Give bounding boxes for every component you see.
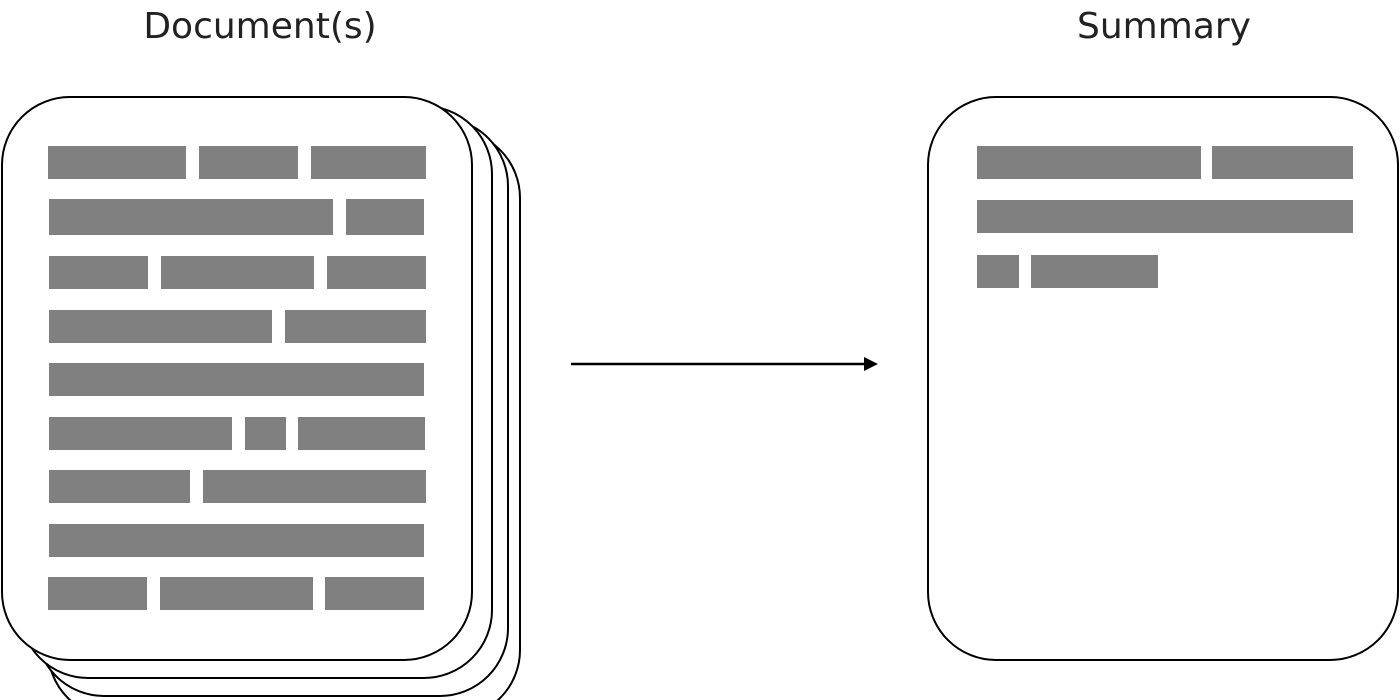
summary-text-blocks	[977, 146, 1353, 288]
document-text-block	[285, 310, 426, 343]
summary-page	[927, 96, 1399, 661]
document-text-block	[49, 256, 148, 289]
document-text-blocks	[48, 146, 426, 610]
document-text-block	[49, 470, 190, 503]
summary-text-block	[1031, 255, 1158, 288]
document-text-block	[49, 199, 333, 235]
document-text-block	[327, 256, 426, 289]
document-text-block	[325, 577, 424, 610]
document-text-block	[298, 417, 425, 450]
documents-label: Document(s)	[143, 6, 377, 47]
document-text-block	[346, 199, 424, 235]
document-text-block	[49, 524, 424, 557]
summary-text-block	[977, 146, 1201, 179]
document-text-block	[48, 577, 147, 610]
summary-label: Summary	[1077, 6, 1251, 47]
summary-text-block	[1212, 146, 1353, 179]
document-text-block	[245, 417, 286, 450]
document-text-block	[311, 146, 426, 179]
document-text-block	[49, 417, 232, 450]
document-text-block	[48, 146, 186, 179]
document-text-block	[203, 470, 426, 503]
summary-text-block	[977, 200, 1353, 233]
document-text-block	[49, 363, 424, 396]
arrow-head-icon	[864, 357, 878, 371]
document-text-block	[199, 146, 298, 179]
document-text-block	[160, 577, 313, 610]
summary-text-block	[977, 255, 1019, 288]
document-text-block	[161, 256, 314, 289]
document-text-block	[49, 310, 272, 343]
